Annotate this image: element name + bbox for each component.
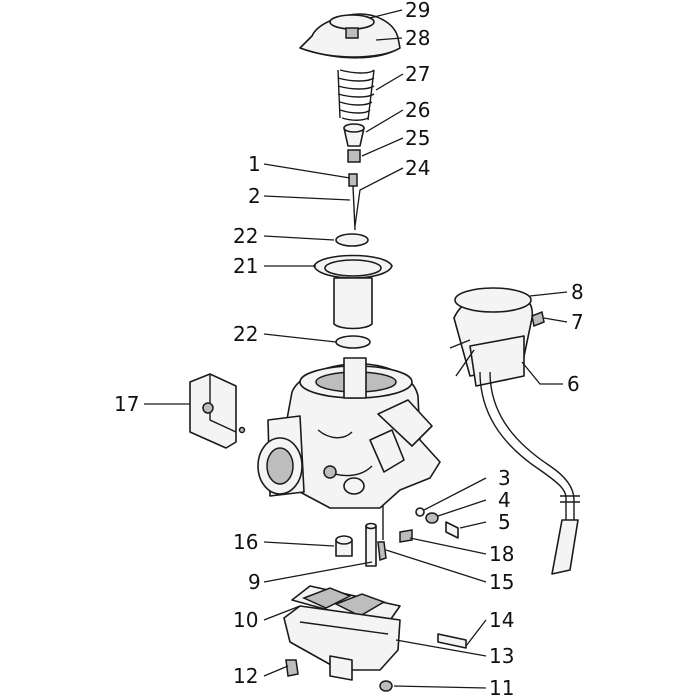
callout-28: 28 xyxy=(405,26,430,50)
float-bowl xyxy=(283,585,467,681)
callout-18: 18 xyxy=(489,542,514,566)
callout-7: 7 xyxy=(571,310,584,334)
drain-screw xyxy=(285,659,299,677)
callout-numbers: 29 28 27 26 25 24 1 2 22 21 22 17 8 7 6 … xyxy=(114,0,584,700)
callout-29: 29 xyxy=(405,0,430,22)
callout-22-upper: 22 xyxy=(233,224,258,248)
carburetor-body xyxy=(257,357,441,509)
auto-choke-unit xyxy=(449,287,580,575)
callout-4: 4 xyxy=(498,488,511,512)
callout-2: 2 xyxy=(248,184,261,208)
carburetor-top-cover xyxy=(299,13,401,59)
idle-screw-set xyxy=(399,507,459,543)
callout-15: 15 xyxy=(489,570,514,594)
main-jet-assembly xyxy=(335,505,387,567)
callout-3: 3 xyxy=(498,466,511,490)
callout-11: 11 xyxy=(489,676,514,700)
leader-lines xyxy=(144,9,568,689)
bowl-screw xyxy=(379,680,393,692)
needle-retainer xyxy=(343,123,365,163)
mounting-bracket xyxy=(189,373,246,449)
jet-needle xyxy=(348,173,358,231)
callout-21: 21 xyxy=(233,254,258,278)
callout-10: 10 xyxy=(233,608,258,632)
o-ring-upper xyxy=(335,233,369,247)
callout-26: 26 xyxy=(405,98,430,122)
callout-22-lower: 22 xyxy=(233,322,258,346)
spring xyxy=(337,69,375,121)
callout-24: 24 xyxy=(405,156,430,180)
callout-1: 1 xyxy=(248,152,261,176)
callout-16: 16 xyxy=(233,530,258,554)
callout-14: 14 xyxy=(489,608,514,632)
callout-12: 12 xyxy=(233,664,258,688)
callout-6: 6 xyxy=(567,372,580,396)
callout-13: 13 xyxy=(489,644,514,668)
callout-27: 27 xyxy=(405,62,430,86)
o-ring-lower xyxy=(335,335,371,349)
callout-5: 5 xyxy=(498,510,511,534)
diaphragm-slide xyxy=(313,254,393,330)
callout-9: 9 xyxy=(248,570,261,594)
callout-8: 8 xyxy=(571,280,584,304)
callout-17: 17 xyxy=(114,392,139,416)
callout-25: 25 xyxy=(405,126,430,150)
